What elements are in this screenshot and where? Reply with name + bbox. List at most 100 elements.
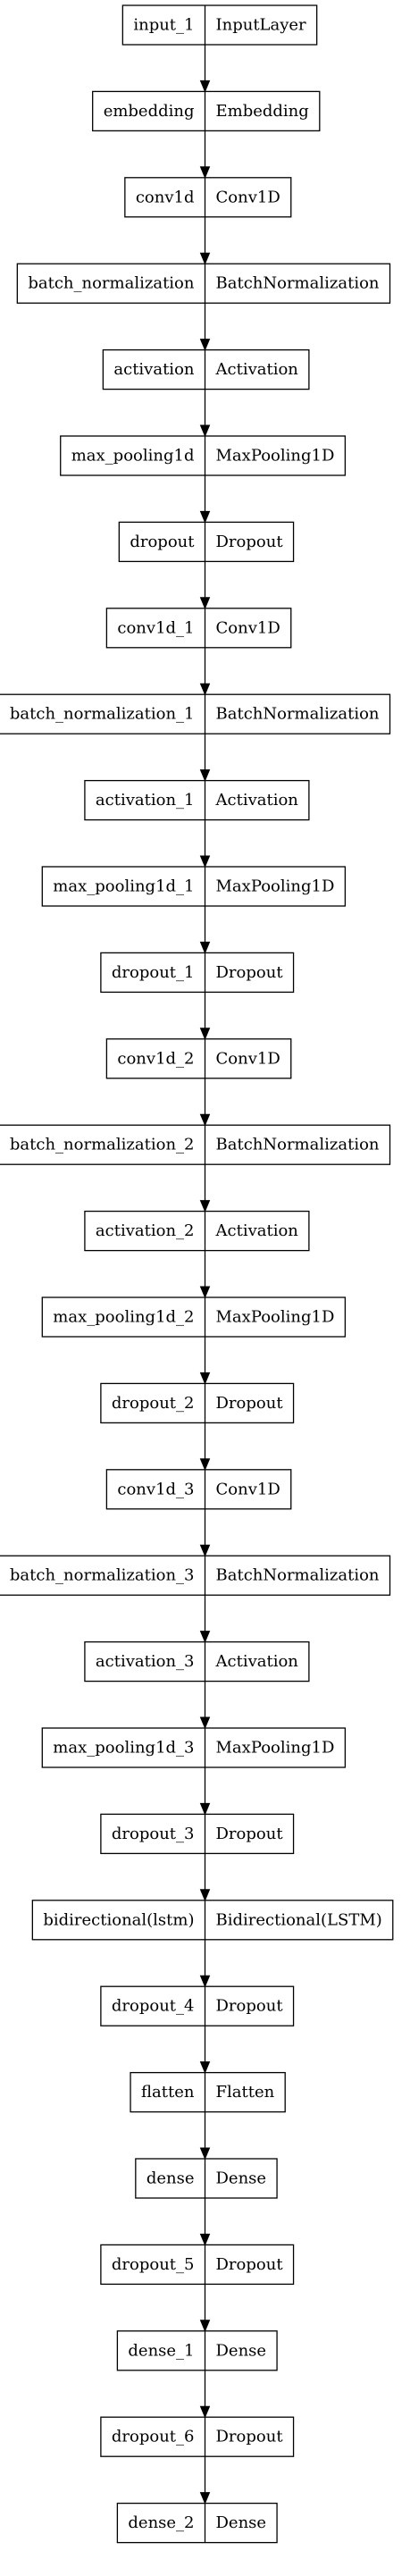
edge-arrow bbox=[199, 734, 211, 782]
arrowhead-icon bbox=[199, 80, 211, 93]
layer-type: Dropout bbox=[216, 1394, 284, 1413]
layer-name: activation_3 bbox=[96, 1652, 195, 1671]
arrowhead-icon bbox=[199, 2233, 211, 2246]
layer-box bbox=[100, 1813, 295, 1855]
layer-type: Dropout bbox=[216, 1825, 284, 1843]
arrowhead-icon bbox=[199, 1028, 211, 1041]
edge-arrow bbox=[199, 2456, 211, 2505]
edge-arrow bbox=[199, 1853, 211, 1902]
layer-type: Activation bbox=[215, 1652, 299, 1671]
arrowhead-icon bbox=[199, 2147, 211, 2161]
arrowhead-icon bbox=[199, 252, 211, 265]
layer-name: max_pooling1d_2 bbox=[53, 1308, 194, 1327]
layer-box bbox=[92, 90, 321, 132]
layer-box bbox=[130, 2071, 286, 2113]
edge-arrow bbox=[199, 2111, 211, 2161]
layer-type: BatchNormalization bbox=[216, 274, 380, 293]
layer-name: embedding bbox=[104, 102, 195, 121]
edge-arrow bbox=[199, 475, 211, 524]
arrowhead-icon bbox=[199, 1458, 211, 1472]
layer-name: batch_normalization_2 bbox=[10, 1136, 195, 1154]
layer-type: Bidirectional(LSTM) bbox=[216, 1910, 382, 1929]
layer-box bbox=[124, 177, 292, 218]
layer-box bbox=[84, 1640, 310, 1682]
layer-box bbox=[84, 1210, 310, 1252]
layer-node-max-pooling1d-2: max_pooling1d_2 MaxPooling1D bbox=[41, 1296, 347, 1338]
edge-arrow bbox=[199, 561, 211, 610]
layer-node-batch-normalization: batch_normalization BatchNormalization bbox=[16, 263, 391, 304]
edge-arrow bbox=[199, 819, 211, 868]
layer-type: Dropout bbox=[216, 2255, 284, 2274]
layer-box bbox=[16, 263, 391, 304]
edge-arrow bbox=[199, 992, 211, 1041]
arrowhead-icon bbox=[199, 769, 211, 782]
layer-node-activation: activation Activation bbox=[102, 348, 310, 390]
layer-type: Dropout bbox=[216, 533, 284, 551]
arrowhead-icon bbox=[199, 1716, 211, 1730]
layer-name: flatten bbox=[141, 2083, 195, 2102]
layer-box bbox=[100, 2416, 295, 2457]
edge-arrow bbox=[199, 45, 211, 93]
layer-type: BatchNormalization bbox=[216, 705, 380, 724]
layer-type: Dense bbox=[216, 2341, 267, 2360]
arrowhead-icon bbox=[199, 1975, 211, 1988]
layer-name: batch_normalization bbox=[28, 274, 195, 293]
arrowhead-icon bbox=[199, 339, 211, 351]
edge-arrow bbox=[199, 1508, 211, 1557]
layer-box bbox=[100, 2244, 295, 2286]
edge-arrow bbox=[199, 1595, 211, 1643]
layer-type: MaxPooling1D bbox=[216, 1308, 335, 1327]
layer-name: batch_normalization_1 bbox=[10, 705, 195, 724]
layer-box bbox=[100, 1985, 295, 2026]
edge-arrow bbox=[199, 1939, 211, 1988]
layer-box bbox=[60, 435, 347, 476]
layer-name: dropout_3 bbox=[112, 1825, 195, 1843]
layer-name: activation bbox=[113, 360, 195, 379]
layer-node-dropout-3: dropout_3 Dropout bbox=[100, 1813, 295, 1855]
layer-node-batch-normalization-2: batch_normalization_2 BatchNormalization bbox=[0, 1124, 391, 1165]
layer-box bbox=[105, 1038, 292, 1079]
arrowhead-icon bbox=[199, 424, 211, 438]
layer-box bbox=[105, 608, 292, 649]
layer-type: Conv1D bbox=[216, 188, 280, 206]
layer-box bbox=[0, 693, 391, 734]
layer-box bbox=[105, 1469, 292, 1510]
arrowhead-icon bbox=[199, 1544, 211, 1557]
layer-type: Activation bbox=[215, 360, 299, 379]
edge-arrow bbox=[199, 906, 211, 954]
layer-box bbox=[121, 4, 318, 46]
edge-arrow bbox=[199, 2370, 211, 2419]
layer-type: BatchNormalization bbox=[216, 1136, 380, 1154]
layer-box bbox=[84, 779, 310, 821]
edge-arrow bbox=[199, 1337, 211, 1385]
edge-arrow bbox=[199, 1164, 211, 1212]
edge-arrow bbox=[199, 647, 211, 696]
layer-type: Dropout bbox=[216, 963, 284, 982]
edge-arrow bbox=[199, 216, 211, 265]
layer-node-batch-normalization-1: batch_normalization_1 BatchNormalization bbox=[0, 693, 391, 734]
edge-arrow bbox=[199, 1250, 211, 1299]
layer-box bbox=[0, 1555, 391, 1596]
layer-name: batch_normalization_3 bbox=[10, 1566, 195, 1585]
layer-box bbox=[100, 952, 295, 994]
edge-arrow bbox=[199, 389, 211, 438]
edges-group bbox=[199, 45, 211, 2505]
layer-box bbox=[116, 2502, 278, 2544]
layer-box bbox=[41, 866, 347, 907]
